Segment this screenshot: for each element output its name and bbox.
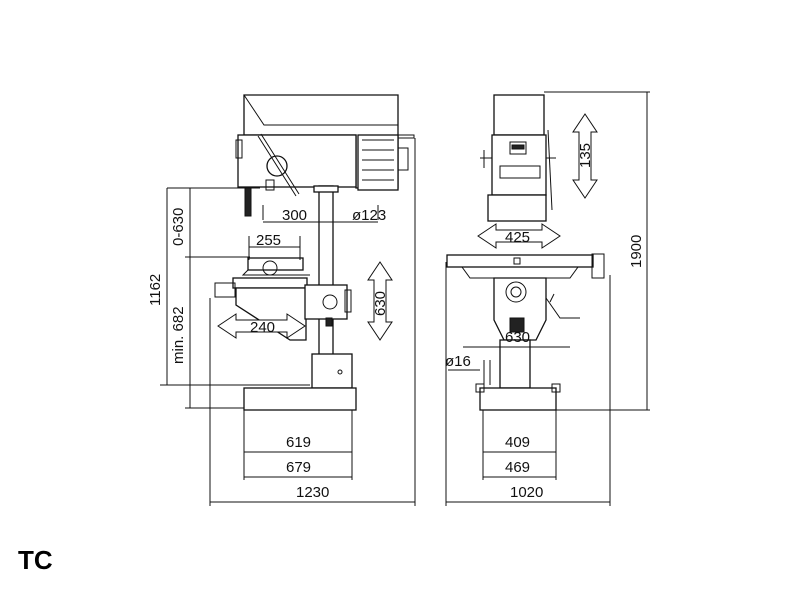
front-motor-box bbox=[487, 194, 547, 222]
front-head bbox=[493, 94, 545, 136]
work-table bbox=[232, 277, 308, 289]
dim-1900: 1900 bbox=[628, 235, 645, 268]
dim-619: 619 bbox=[286, 434, 311, 451]
dim-240: 240 bbox=[250, 319, 275, 336]
dim-1020: 1020 bbox=[510, 484, 543, 501]
spindle bbox=[244, 187, 252, 217]
dim-d16: ø16 bbox=[445, 353, 471, 370]
arrow-135 bbox=[572, 113, 598, 199]
dim-469: 469 bbox=[505, 459, 530, 476]
base-plate bbox=[243, 387, 357, 411]
dim-409: 409 bbox=[505, 434, 530, 451]
dim-300: 300 bbox=[282, 207, 307, 224]
dimension-labels: 300 ø123 0-630 255 1162 min. 682 240 630… bbox=[147, 143, 645, 501]
dim-679: 679 bbox=[286, 459, 311, 476]
dim-min-682: min. 682 bbox=[170, 306, 187, 364]
front-column bbox=[499, 339, 531, 389]
dim-630-horizontal: 630 bbox=[505, 329, 530, 346]
side-view bbox=[160, 94, 416, 506]
front-base bbox=[479, 387, 557, 411]
dim-d123: ø123 bbox=[352, 207, 386, 224]
arrow-240 bbox=[217, 313, 306, 339]
dim-425: 425 bbox=[505, 229, 530, 246]
dim-1162: 1162 bbox=[147, 274, 164, 306]
dim-1230: 1230 bbox=[296, 484, 329, 501]
dim-0-630: 0-630 bbox=[170, 208, 187, 246]
dim-630-vertical: 630 bbox=[372, 291, 389, 316]
dim-255: 255 bbox=[256, 232, 281, 249]
base-pedestal bbox=[311, 353, 353, 389]
arrow-425 bbox=[477, 223, 561, 249]
model-badge: TC bbox=[18, 545, 53, 575]
front-view bbox=[445, 91, 650, 506]
arrow-630-vertical bbox=[367, 261, 393, 341]
motor bbox=[357, 134, 399, 191]
dim-135: 135 bbox=[577, 143, 594, 168]
